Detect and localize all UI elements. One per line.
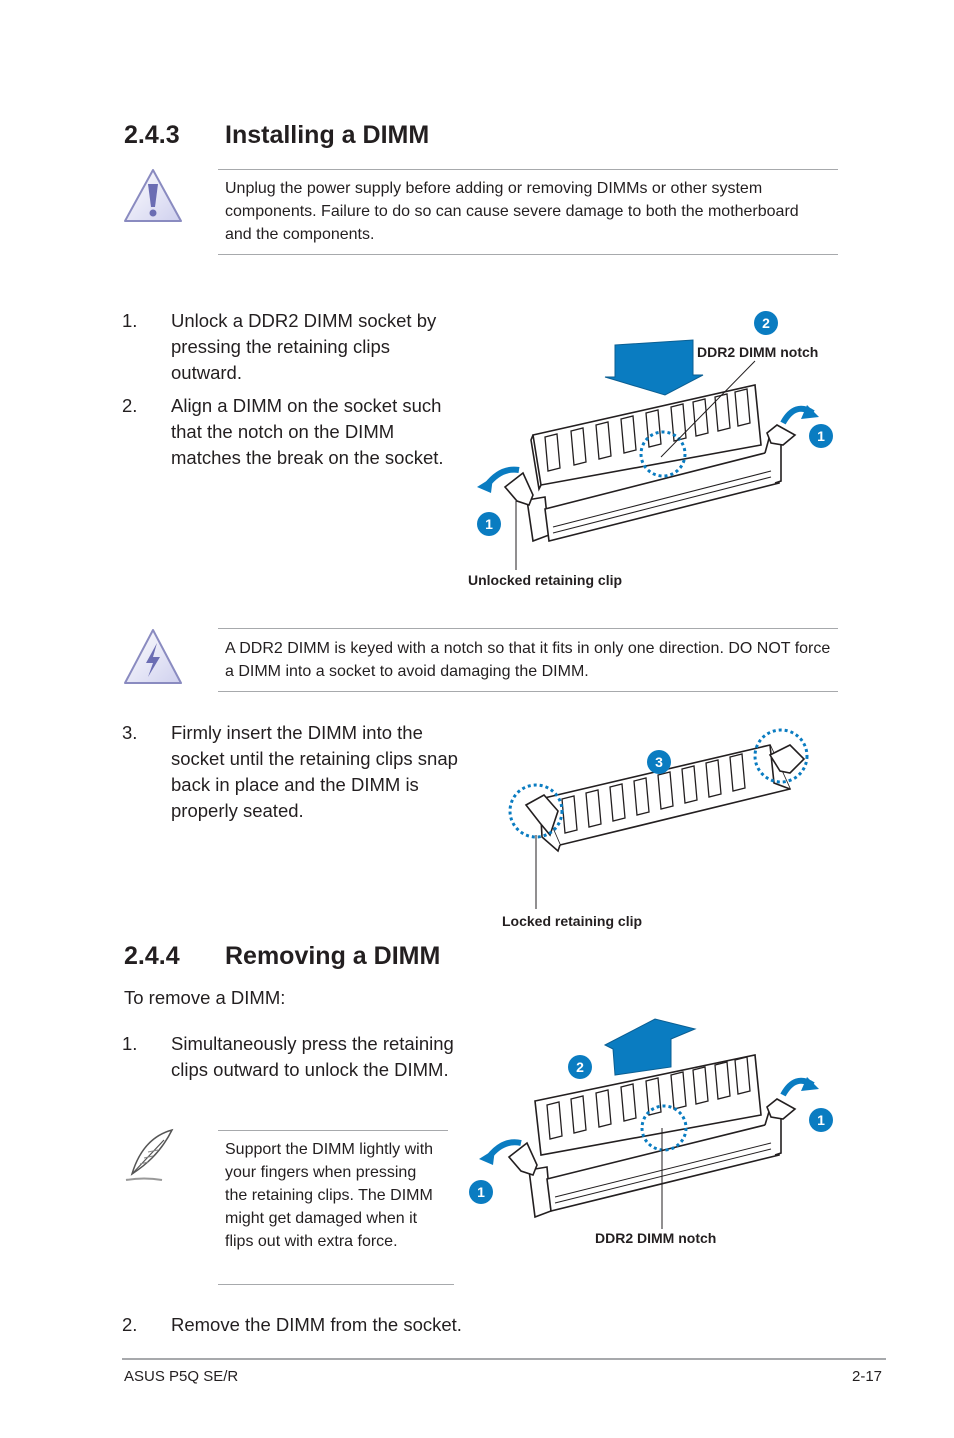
footer-rule	[122, 1358, 886, 1360]
note-top-rule	[218, 1130, 448, 1131]
section-number-243: 2.4.3	[124, 121, 180, 149]
install-step-3-text: Firmly insert the DIMM into the socket u…	[171, 722, 458, 821]
label-ddr2-notch-1: DDR2 DIMM notch	[697, 344, 819, 360]
label-unlocked-clip: Unlocked retaining clip	[468, 572, 623, 588]
footer-page-number: 2-17	[852, 1368, 883, 1385]
badge-2: 2	[762, 315, 770, 331]
caution-bottom-rule	[218, 254, 838, 255]
feather-pen-icon	[120, 1126, 180, 1186]
section-number-244: 2.4.4	[124, 942, 180, 970]
remove-step-2-text: Remove the DIMM from the socket.	[171, 1314, 462, 1335]
badge-1-right: 1	[817, 428, 825, 444]
figure-install-dimm: 2 1 1	[465, 305, 845, 605]
install-step-1-text: Unlock a DDR2 DIMM socket by pressing th…	[171, 310, 437, 383]
badge-1-left: 1	[485, 516, 493, 532]
caution-text: Unplug the power supply before adding or…	[225, 180, 799, 243]
footer-left: ASUS P5Q SE/R	[124, 1368, 239, 1385]
remove-step-2-number: 2.	[122, 1314, 138, 1335]
label-ddr2-notch-2: DDR2 DIMM notch	[595, 1230, 717, 1246]
install-step-3-number: 3.	[122, 722, 138, 743]
install-step-2-text: Align a DIMM on the socket such that the…	[171, 395, 444, 468]
note-text: Support the DIMM lightly with your finge…	[225, 1141, 434, 1250]
warning-top-rule	[218, 628, 838, 629]
figure-locked-dimm: 3	[500, 725, 820, 915]
badge-1-left-remove: 1	[477, 1184, 485, 1200]
install-step-1-number: 1.	[122, 310, 138, 331]
install-step-2-number: 2.	[122, 395, 138, 416]
note-bottom-rule	[218, 1284, 454, 1285]
badge-3: 3	[655, 754, 663, 770]
caution-top-rule	[218, 169, 838, 170]
remove-intro: To remove a DIMM:	[124, 987, 286, 1008]
section-title-243: Installing a DIMM	[225, 121, 430, 149]
label-locked-clip: Locked retaining clip	[502, 913, 643, 929]
section-title-244: Removing a DIMM	[225, 942, 441, 970]
badge-1-right-remove: 1	[817, 1112, 825, 1128]
figure-remove-dimm: 2 1 1	[465, 1015, 845, 1230]
dimm-chips	[544, 388, 751, 472]
remove-step-1-text: Simultaneously press the retaining clips…	[171, 1033, 454, 1080]
warning-icon	[122, 627, 184, 687]
remove-step-1-number: 1.	[122, 1033, 138, 1054]
warning-text: A DDR2 DIMM is keyed with a notch so tha…	[225, 640, 831, 680]
caution-icon	[122, 167, 184, 225]
badge-2-remove: 2	[576, 1059, 584, 1075]
warning-bottom-rule	[218, 691, 838, 692]
